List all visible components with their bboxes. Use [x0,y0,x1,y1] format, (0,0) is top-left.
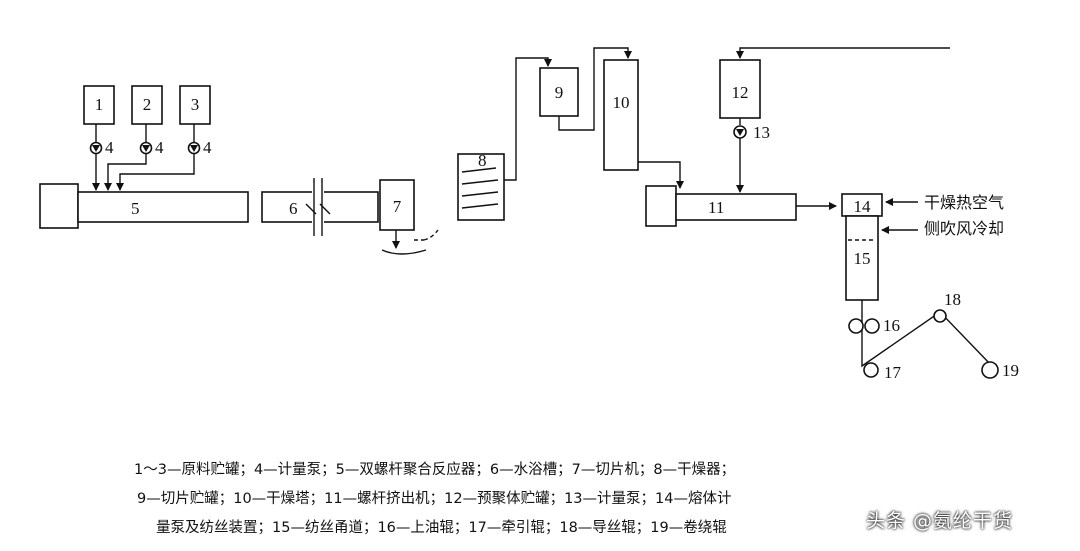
guide-roller-18: 18 [933,290,961,323]
prepolymer-tank-12: 12 [719,47,950,119]
metering-pump-4c: 4 [116,124,212,191]
label-4c: 4 [203,138,212,157]
label-14: 14 [854,197,872,216]
metering-pump-4a: 4 [89,124,114,191]
label-16: 16 [883,316,900,335]
legend-line-3: 量泵及纺丝装置；15—纺丝甬道；16—上油辊；17—牵引辊；18—导丝辊；19—… [156,520,727,536]
winding-roller-19: 19 [981,361,1019,380]
label-10: 10 [613,93,630,112]
label-5: 5 [131,199,140,218]
hot-air-label: 干燥热空气 [924,194,1004,212]
thread-path [861,300,993,368]
raw-material-tank-1: 1 [83,85,115,125]
legend-line-2: 9—切片贮罐；10—干燥塔；11—螺杆挤出机；12—预聚体贮罐；13—计量泵；1… [137,491,732,507]
traction-roller-17: 17 [863,362,902,382]
cooling-label: 侧吹风冷却 [924,220,1004,238]
label-2: 2 [143,95,152,114]
label-1: 1 [95,95,104,114]
screw-extruder-11: 11 [645,185,837,227]
spinning-shaft-15: 15 侧吹风冷却 [845,215,1004,301]
dryer-8: 8 [457,57,552,221]
label-19: 19 [1002,361,1019,380]
spinning-unit-14: 14 干燥热空气 [841,193,1004,217]
label-6: 6 [289,199,298,218]
raw-material-tank-3: 3 [179,85,211,125]
oiling-roller-16: 16 [848,316,900,335]
label-17: 17 [884,363,902,382]
label-12: 12 [732,83,749,102]
label-4a: 4 [105,138,114,157]
label-13: 13 [753,123,770,142]
label-3: 3 [191,95,200,114]
drying-tower-10: 10 [603,59,684,189]
twin-screw-reactor-5: 5 [39,183,249,229]
label-18: 18 [944,290,961,309]
chip-storage-tank-9: 9 [539,47,632,131]
label-15: 15 [854,249,871,268]
label-11: 11 [708,198,724,217]
watermark: 头条 @氨纶干货 [866,510,1014,532]
water-bath-6: 6 [261,178,379,236]
label-7: 7 [393,197,402,216]
metering-pump-4b: 4 [104,124,164,191]
label-8: 8 [478,151,487,170]
pelletizer-7: 7 [379,179,439,255]
raw-material-tank-2: 2 [131,85,163,125]
label-4b: 4 [155,138,164,157]
legend-line-1: 1～3—原料贮罐；4—计量泵；5—双螺杆聚合反应器；6—水浴槽；7—切片机；8—… [134,462,736,478]
metering-pump-13: 13 [733,118,770,193]
label-9: 9 [555,83,564,102]
